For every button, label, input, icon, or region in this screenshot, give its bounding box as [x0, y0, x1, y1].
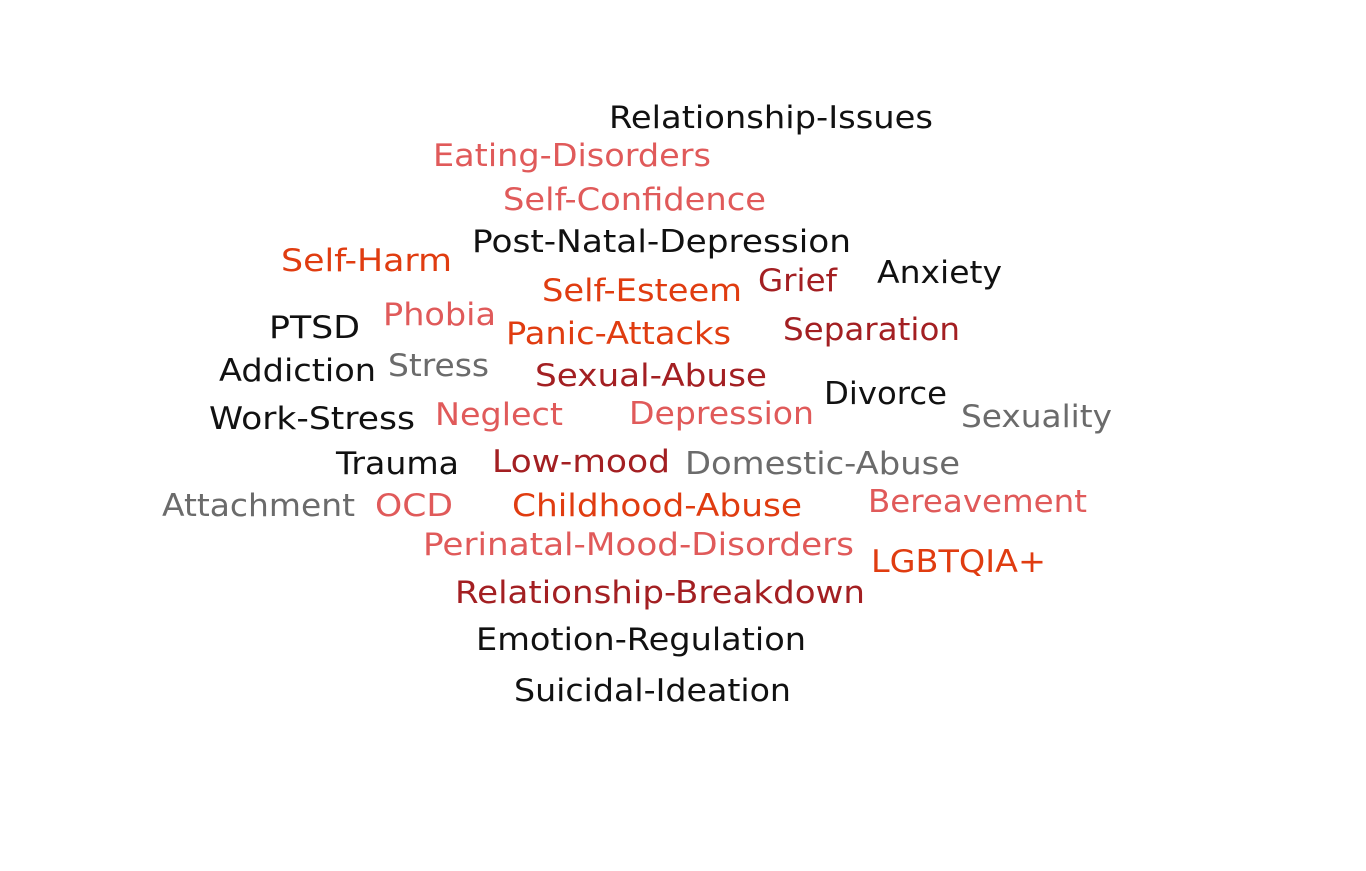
- word-relationship-breakdown[interactable]: Relationship-Breakdown: [455, 575, 865, 611]
- word-stress[interactable]: Stress: [388, 348, 489, 384]
- word-self-esteem[interactable]: Self-Esteem: [542, 273, 743, 309]
- word-divorce[interactable]: Divorce: [824, 376, 947, 412]
- word-self-harm[interactable]: Self-Harm: [281, 243, 452, 279]
- word-ptsd[interactable]: PTSD: [269, 310, 361, 346]
- word-work-stress[interactable]: Work-Stress: [209, 401, 415, 437]
- word-sexual-abuse[interactable]: Sexual-Abuse: [535, 358, 768, 394]
- word-addiction[interactable]: Addiction: [219, 353, 377, 389]
- word-childhood-abuse[interactable]: Childhood-Abuse: [512, 488, 803, 524]
- word-attachment[interactable]: Attachment: [162, 488, 356, 524]
- word-perinatal-mood-disorders[interactable]: Perinatal-Mood-Disorders: [423, 527, 854, 563]
- word-neglect[interactable]: Neglect: [435, 397, 564, 433]
- word-relationship-issues[interactable]: Relationship-Issues: [609, 100, 933, 136]
- word-lgbtqia[interactable]: LGBTQIA+: [871, 544, 1047, 580]
- word-anxiety[interactable]: Anxiety: [877, 255, 1002, 291]
- word-post-natal-depression[interactable]: Post-Natal-Depression: [472, 224, 852, 260]
- word-phobia[interactable]: Phobia: [383, 297, 496, 333]
- word-panic-attacks[interactable]: Panic-Attacks: [506, 316, 731, 352]
- word-suicidal-ideation[interactable]: Suicidal-Ideation: [514, 673, 791, 709]
- word-separation[interactable]: Separation: [783, 312, 961, 348]
- word-bereavement[interactable]: Bereavement: [868, 484, 1087, 520]
- word-grief[interactable]: Grief: [758, 263, 838, 299]
- word-ocd[interactable]: OCD: [375, 488, 453, 524]
- word-low-mood[interactable]: Low-mood: [492, 444, 671, 480]
- word-trauma[interactable]: Trauma: [336, 446, 460, 482]
- word-self-confidence[interactable]: Self-Confidence: [503, 182, 766, 218]
- word-eating-disorders[interactable]: Eating-Disorders: [433, 138, 712, 174]
- word-depression[interactable]: Depression: [629, 396, 814, 432]
- word-emotion-regulation[interactable]: Emotion-Regulation: [476, 622, 807, 658]
- word-sexuality[interactable]: Sexuality: [961, 399, 1112, 435]
- word-domestic-abuse[interactable]: Domestic-Abuse: [685, 446, 961, 482]
